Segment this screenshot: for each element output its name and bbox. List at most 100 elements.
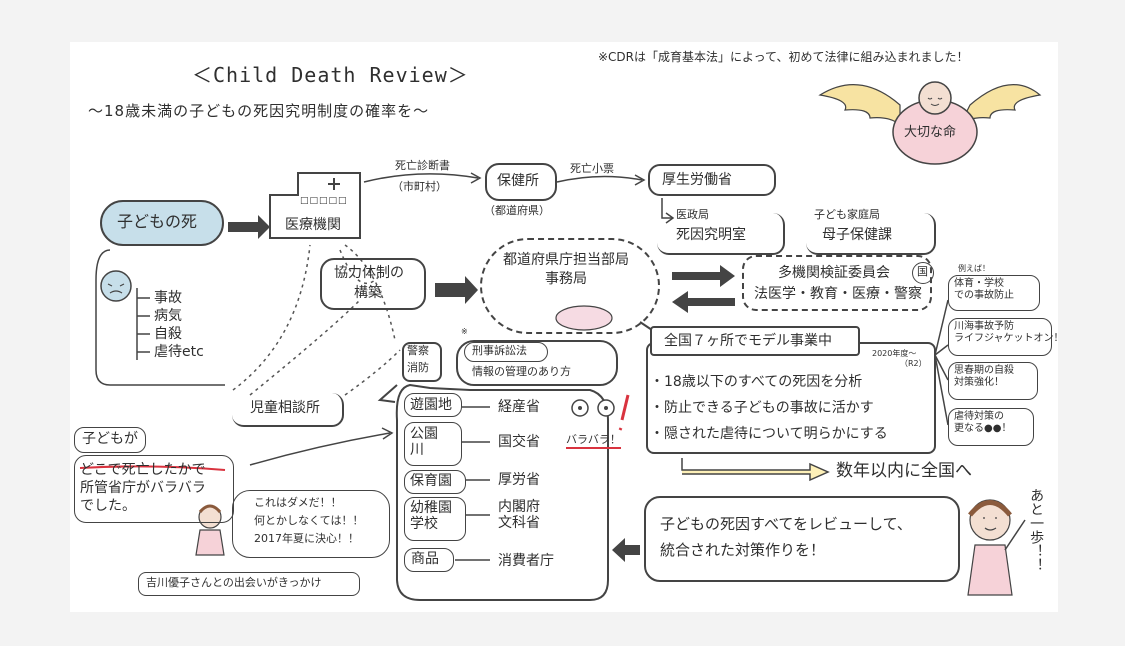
bara-bara-label: バラバラ！ (566, 433, 621, 449)
scattered-line3: でした。 (80, 498, 136, 514)
police-label: 警察 (407, 344, 429, 357)
place-label: 公園 川 (410, 426, 438, 459)
model-heading-box (650, 326, 860, 356)
pref-office-line2: 事務局 (545, 271, 587, 287)
arrow-to-prefecture (435, 276, 478, 304)
example-box (948, 408, 1034, 446)
arrow-to-ministries (612, 538, 640, 562)
meeting-label: 吉川優子さんとの出会いがきっかけ (146, 576, 322, 589)
ministry-label: 国交省 (498, 434, 540, 450)
place-box (404, 470, 466, 494)
prefecture-office-cloud (480, 238, 660, 334)
angel-wing-right (959, 84, 1042, 126)
arrow-to-committee (672, 265, 735, 287)
medical-bureau-label: 医政局 (676, 208, 709, 221)
child-guidance-box (232, 393, 344, 427)
hospital-label: 医療機関 (285, 217, 341, 233)
law-mark: ※ (461, 327, 468, 336)
model-item: ・隠された虐待について明らかにする (650, 426, 888, 442)
example-box (948, 362, 1038, 400)
death-cause-office-label: 死因究明室 (676, 227, 746, 243)
model-year: 2020年度〜 (872, 349, 917, 358)
review-box (644, 496, 960, 582)
cause-item: 病気 (154, 308, 182, 324)
cause-bracket (136, 288, 150, 360)
angel-wing-left (818, 84, 901, 127)
child-guidance-label: 児童相談所 (250, 400, 320, 416)
header-note: ※CDRは「成育基本法」によって、初めて法律に組み込まれました！ (598, 50, 969, 64)
criminal-law-pill (464, 342, 548, 362)
place-box (404, 497, 466, 541)
example-box (948, 318, 1052, 356)
sad-face-icon (100, 270, 132, 302)
death-cert-sub: （市町村） (392, 180, 447, 193)
fire-label: 消防 (407, 361, 429, 374)
review-line2: 統合された対策作りを！ (660, 541, 826, 559)
place-box (404, 422, 462, 466)
meeting-box (138, 572, 360, 596)
place-label: 商品 (411, 551, 439, 567)
scattered-line1: どこで死亡したかで (80, 462, 206, 478)
hospital-windows: □□□□□ (300, 196, 348, 206)
health-center-box (485, 163, 557, 201)
ministry-label: 経産省 (498, 399, 540, 415)
ministry-label: 厚労省 (498, 472, 540, 488)
kodomo-ga-label: 子どもが (82, 431, 138, 447)
committee-line2: 法医学・教育・医療・警察 (754, 286, 922, 302)
criminal-law-box (456, 340, 618, 386)
death-cert-label: 死亡診断書 (395, 159, 450, 172)
police-fire-box (402, 342, 442, 382)
nationwide-label: 数年以内に全国へ (836, 461, 972, 481)
hospital-icon (269, 172, 361, 239)
arrow-from-committee (672, 291, 735, 313)
cooperation-line1: 協力体制の (334, 265, 404, 281)
example-item: 思春期の自殺 対策強化！ (954, 365, 1014, 388)
page-subtitle: 〜18歳未満の子どもの死因究明制度の確率を〜 (88, 102, 430, 120)
ministry-label: 内閣府 文科省 (498, 499, 540, 532)
nationwide-arrow (681, 458, 830, 482)
model-heading: 全国７ヶ所でモデル事業中 (664, 333, 832, 349)
arrow-to-hospital (228, 215, 270, 239)
mhlw-label: 厚生労働省 (662, 172, 732, 188)
criminal-law-label: 刑事訴訟法 (472, 344, 527, 357)
cooperation-box (320, 258, 426, 310)
death-cause-office-box (657, 213, 785, 255)
ato-ippo-label: あと一歩！！ (1028, 488, 1045, 572)
child-death-label: 子どもの死 (117, 212, 198, 231)
page-title: ＜Child Death Review＞ (192, 63, 469, 87)
angel-label: 大切な命 (904, 125, 957, 140)
ministry-bubble (395, 383, 609, 601)
cooperation-line2: 構築 (354, 285, 382, 301)
ministry-label: 消費者庁 (498, 553, 554, 569)
example-box (948, 275, 1040, 311)
pref-office-line1: 都道府県庁担当部局 (503, 252, 629, 268)
place-label: 遊園地 (410, 397, 452, 413)
resolve-line2: 何とかしなくては！！ (254, 514, 364, 527)
angel-head (918, 81, 952, 115)
committee-box (742, 255, 932, 311)
maternal-health-label: 母子保健課 (822, 227, 892, 243)
resolve-box (232, 490, 390, 558)
model-item: ・18歳以下のすべての死因を分析 (650, 374, 863, 390)
scattered-line2: 所管省庁がバラバラ (80, 480, 206, 496)
maternal-health-box (806, 213, 936, 255)
place-box (404, 393, 462, 417)
child-death-bubble (100, 200, 224, 246)
example-item: 体育・学校 での事故防止 (954, 278, 1014, 301)
model-year-sub: （R2） (900, 359, 927, 368)
child-family-bureau-label: 子ども家庭局 (814, 208, 880, 221)
health-center-label: 保健所 (497, 173, 539, 189)
kodomo-ga-box (74, 427, 146, 453)
example-item: 虐待対策の 更なる●●！ (954, 411, 1012, 434)
example-item: 川海事故予防 ライフジャケットオン！ (954, 321, 1064, 344)
place-label: 保育園 (410, 473, 452, 489)
place-box (404, 548, 454, 572)
resolve-line1: これはダメだ！！ (254, 496, 342, 509)
health-center-sub: （都道府県） (484, 204, 550, 217)
line-health-mhlw (556, 175, 643, 183)
cause-item: 事故 (154, 290, 182, 306)
model-item: ・防止できる子どもの事故に活かす (650, 400, 874, 416)
cause-item: 虐待etc (154, 344, 204, 360)
line-hospital-health (363, 173, 479, 183)
